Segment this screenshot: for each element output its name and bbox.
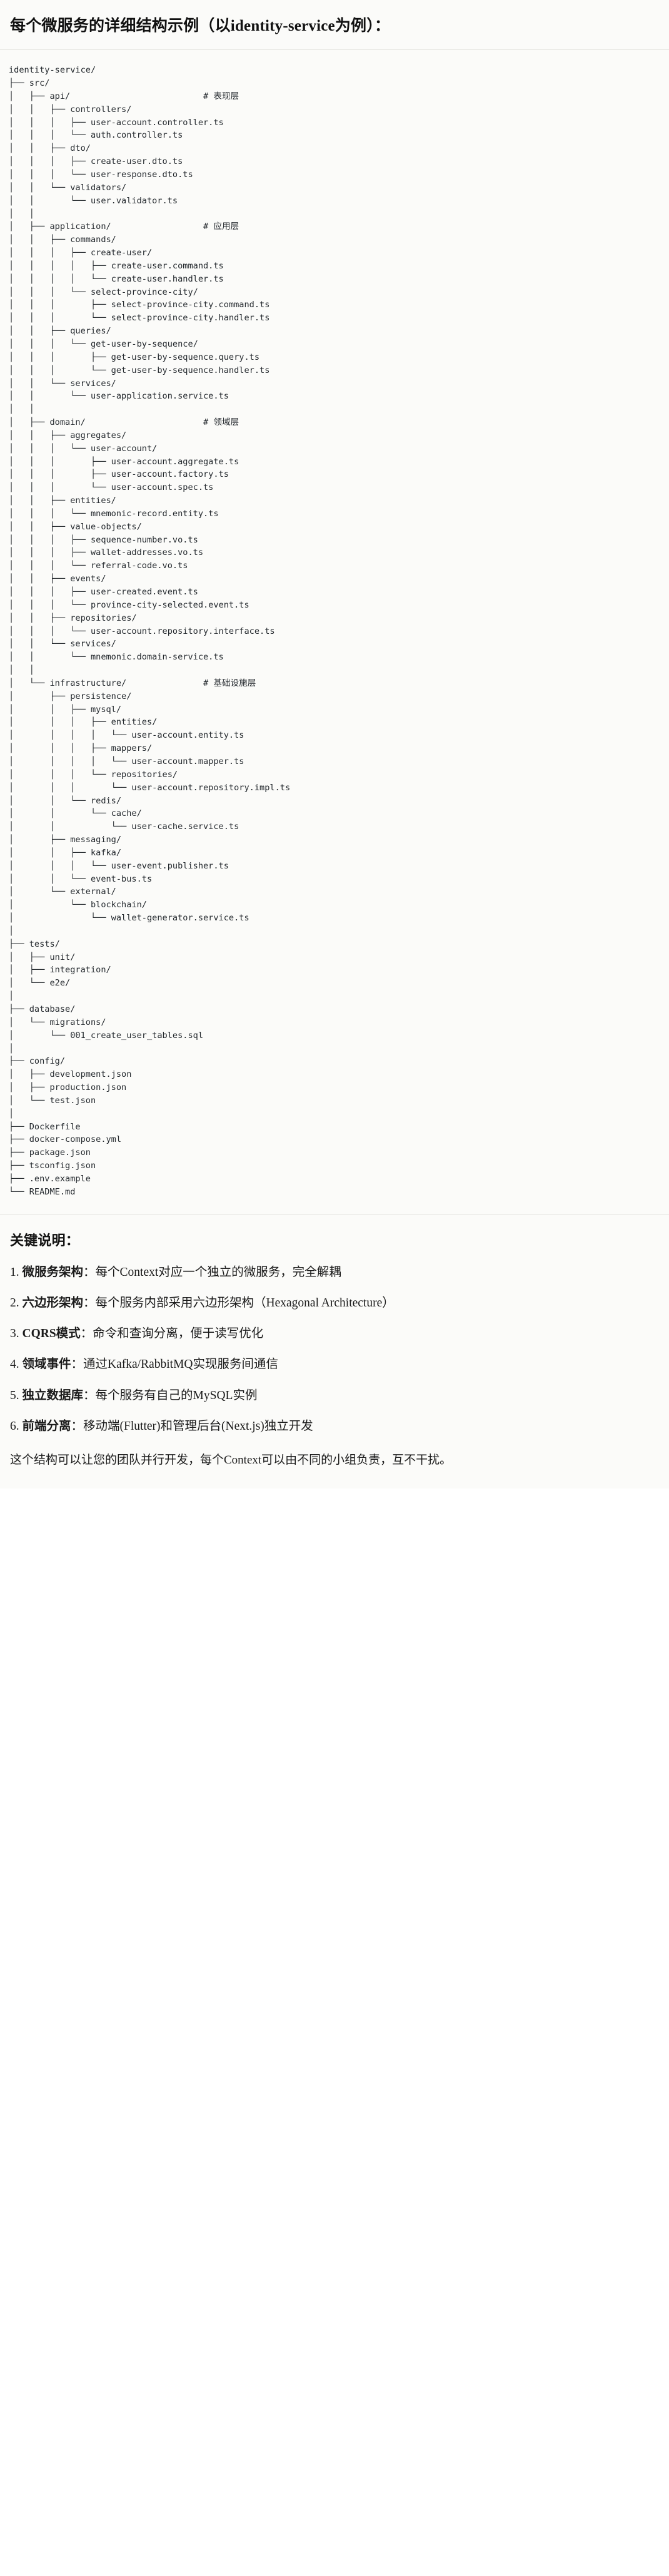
note-term: 微服务架构 — [22, 1265, 84, 1279]
list-item: 4. 领域事件：通过Kafka/RabbitMQ实现服务间通信 — [10, 1355, 659, 1373]
key-notes-heading: 关键说明： — [10, 1232, 80, 1248]
list-item: 1. 微服务架构：每个Context对应一个独立的微服务，完全解耦 — [10, 1263, 659, 1281]
note-separator: ： — [71, 1419, 84, 1433]
note-description: 每个服务内部采用六边形架构（Hexagonal Architecture） — [95, 1296, 395, 1310]
note-separator: ： — [83, 1265, 96, 1279]
note-term: 独立数据库 — [22, 1388, 84, 1402]
note-separator: ： — [83, 1388, 96, 1402]
note-term: 六边形架构 — [22, 1296, 84, 1310]
note-term: 领域事件 — [22, 1358, 71, 1372]
note-separator: ： — [80, 1327, 93, 1341]
directory-tree-code: identity-service/ ├── src/ │ ├── api/ # … — [9, 65, 291, 1197]
note-index: 4. — [10, 1358, 19, 1372]
list-item: 2. 六边形架构：每个服务内部采用六边形架构（Hexagonal Archite… — [10, 1294, 659, 1312]
note-description: 每个Context对应一个独立的微服务，完全解耦 — [95, 1265, 341, 1279]
note-description: 移动端(Flutter)和管理后台(Next.js)独立开发 — [83, 1419, 313, 1433]
list-item: 5. 独立数据库：每个服务有自己的MySQL实例 — [10, 1387, 659, 1405]
note-index: 6. — [10, 1419, 19, 1433]
list-item: 6. 前端分离：移动端(Flutter)和管理后台(Next.js)独立开发 — [10, 1417, 659, 1435]
key-notes-section: 关键说明： 1. 微服务架构：每个Context对应一个独立的微服务，完全解耦 … — [0, 1214, 669, 1489]
note-separator: ： — [83, 1296, 96, 1310]
closing-paragraph: 这个结构可以让您的团队并行开发，每个Context可以由不同的小组负责，互不干扰… — [10, 1453, 452, 1467]
key-notes-list: 1. 微服务架构：每个Context对应一个独立的微服务，完全解耦 2. 六边形… — [10, 1263, 659, 1436]
title-section: 每个微服务的详细结构示例（以identity-service为例）： — [0, 0, 669, 51]
note-separator: ： — [71, 1358, 84, 1372]
note-description: 命令和查询分离，便于读写优化 — [93, 1327, 264, 1341]
note-description: 通过Kafka/RabbitMQ实现服务间通信 — [83, 1358, 279, 1372]
note-description: 每个服务有自己的MySQL实例 — [95, 1388, 258, 1402]
list-item: 3. CQRS模式：命令和查询分离，便于读写优化 — [10, 1325, 659, 1343]
note-index: 5. — [10, 1388, 19, 1402]
directory-tree-section: identity-service/ ├── src/ │ ├── api/ # … — [0, 50, 669, 1214]
note-index: 2. — [10, 1296, 19, 1310]
note-index: 1. — [10, 1265, 19, 1279]
note-term: 前端分离 — [22, 1419, 71, 1433]
note-index: 3. — [10, 1327, 19, 1341]
document-page: 每个微服务的详细结构示例（以identity-service为例）： ident… — [0, 0, 669, 1489]
page-title: 每个微服务的详细结构示例（以identity-service为例）： — [10, 18, 391, 34]
note-term: CQRS模式 — [22, 1327, 81, 1341]
